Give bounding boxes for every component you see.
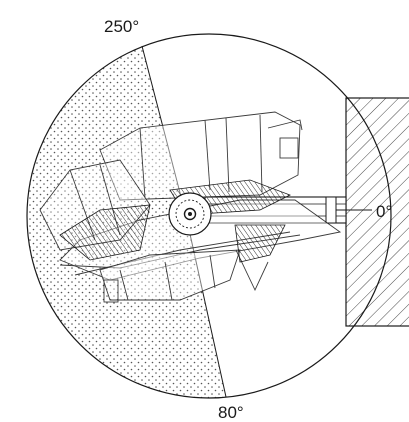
pivot-hub xyxy=(168,192,212,236)
boundary-line-250 xyxy=(141,45,187,217)
angle-label-0: 0° xyxy=(376,202,392,221)
angle-label-80: 80° xyxy=(218,403,244,422)
boundary-line-80 xyxy=(185,215,227,398)
angle-label-250: 250° xyxy=(104,17,139,36)
wall-mount xyxy=(345,97,409,327)
